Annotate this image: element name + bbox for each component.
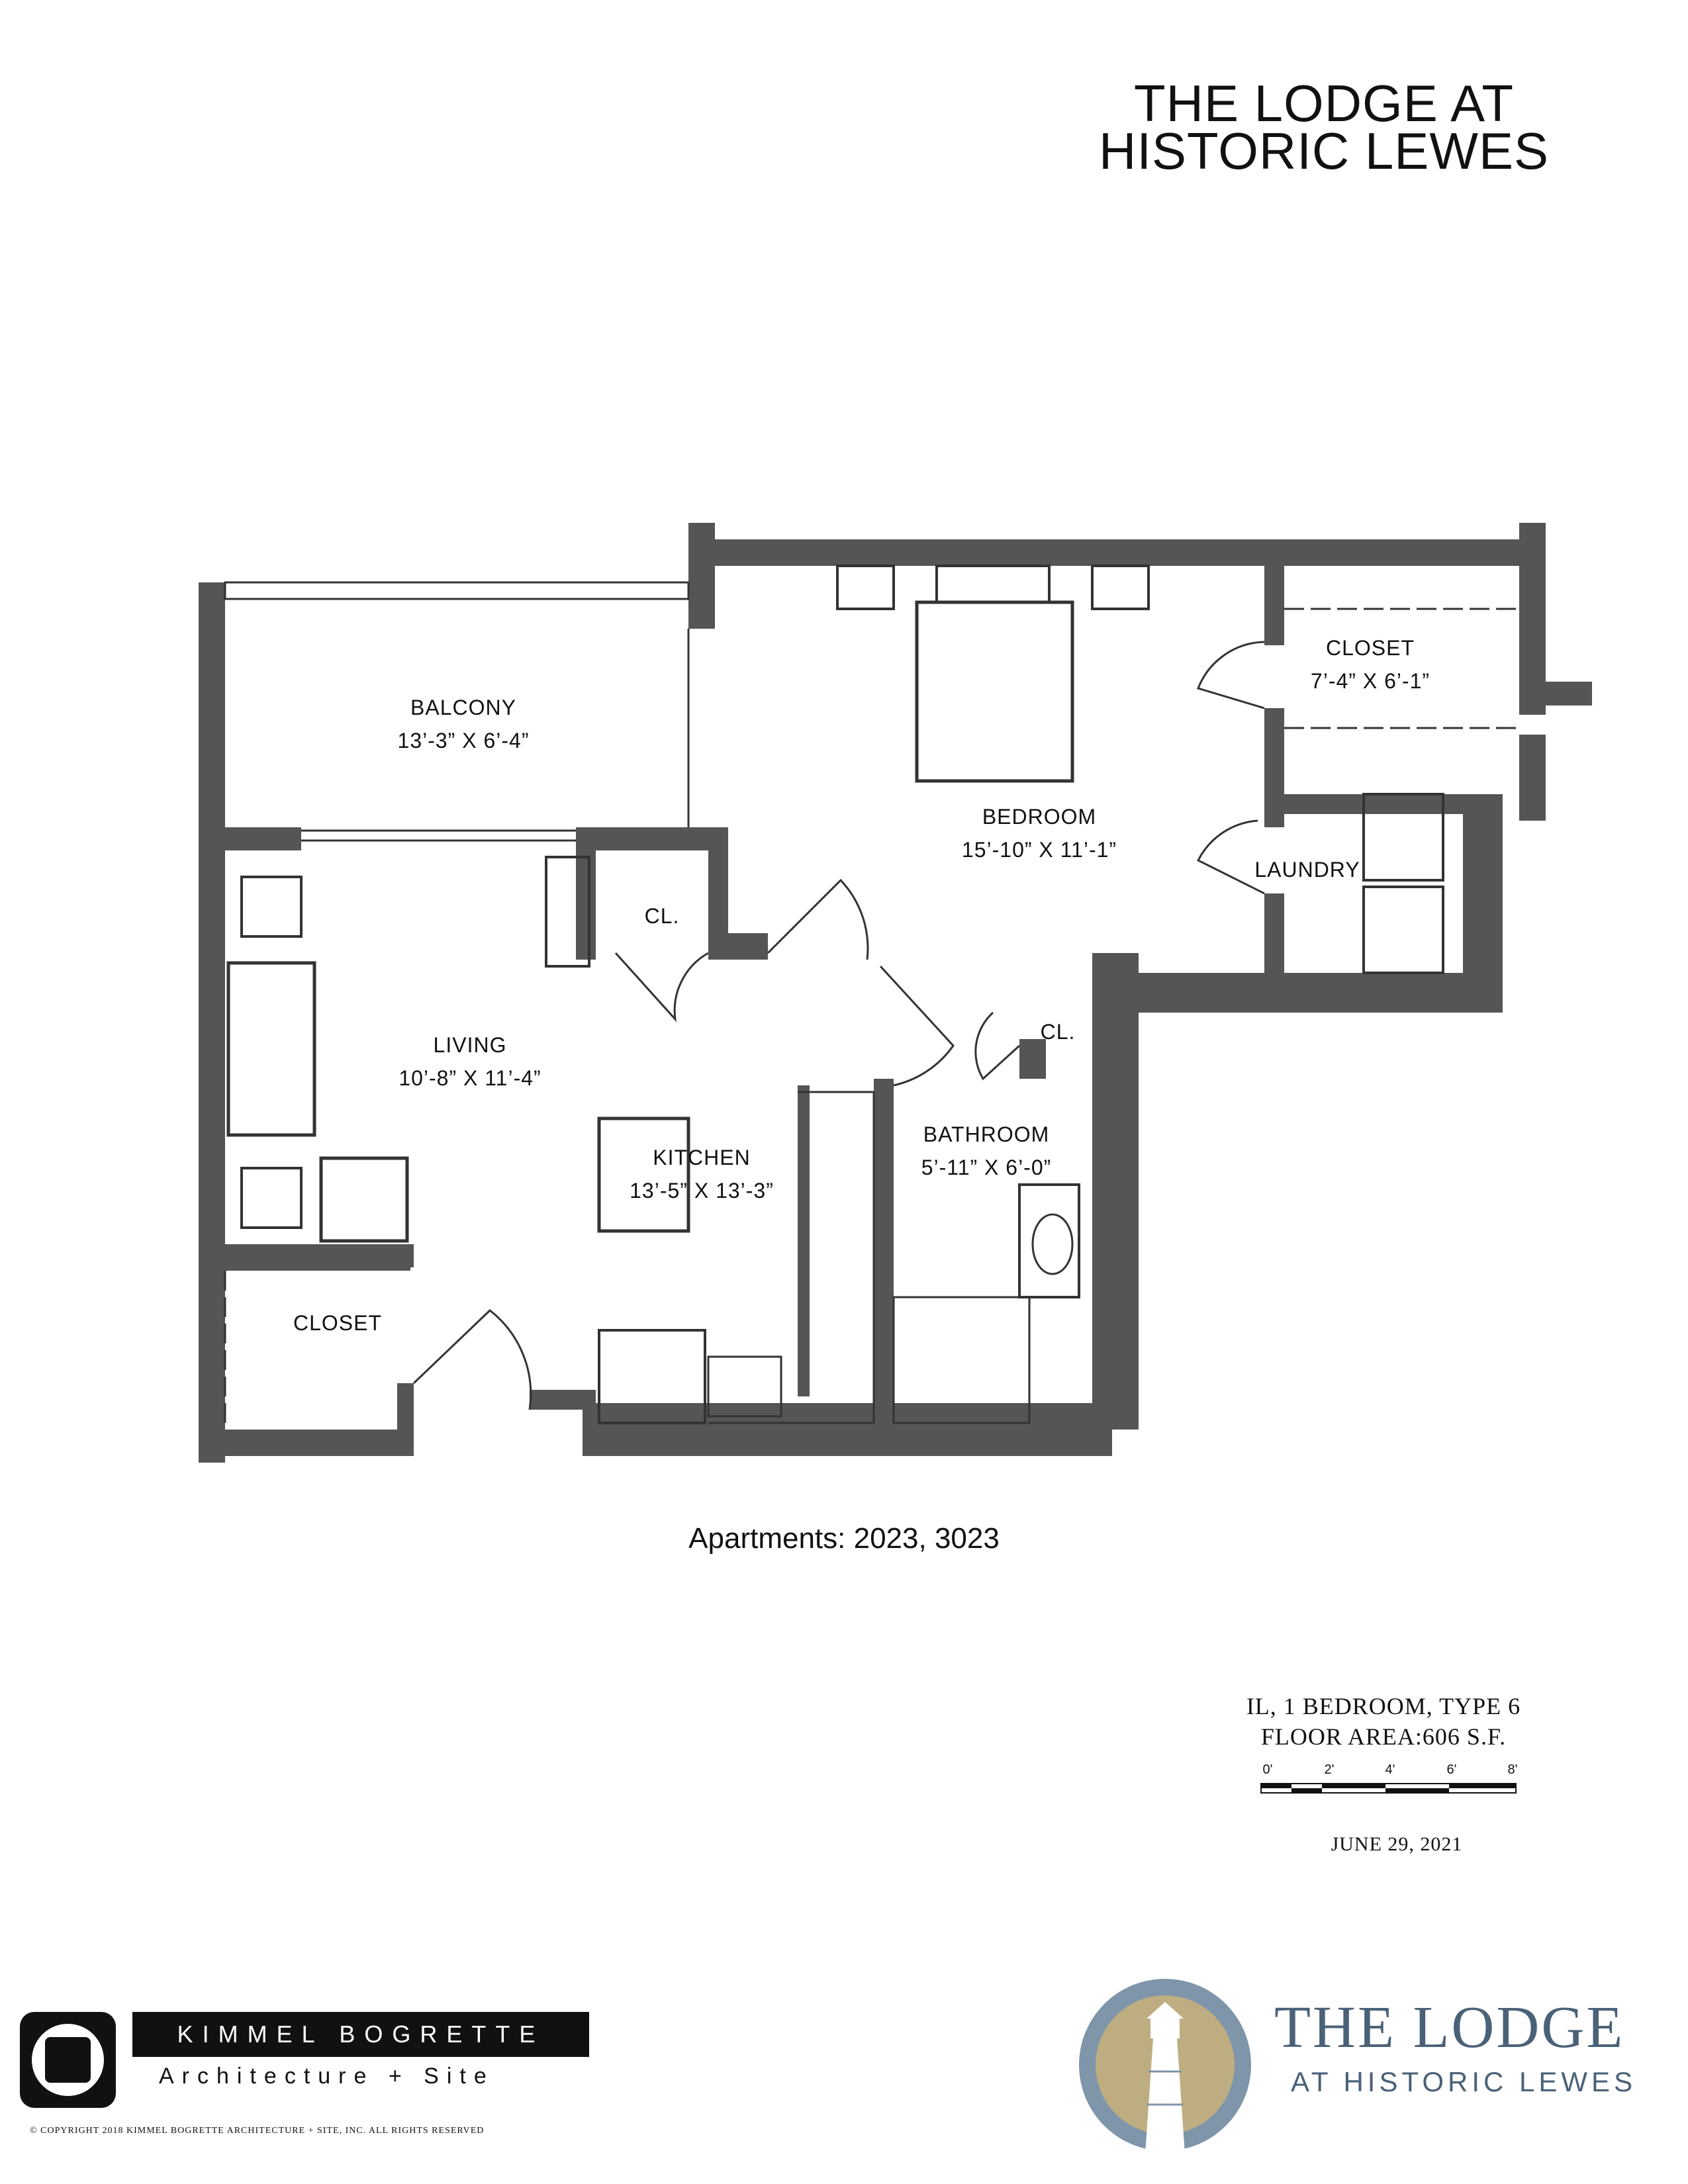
scale-tick-2: 2' xyxy=(1325,1762,1335,1777)
room-bathroom-name: BATHROOM xyxy=(923,1122,1050,1146)
architect-subtitle: Architecture + Site xyxy=(159,2064,494,2089)
apartments-caption: Apartments: 2023, 3023 xyxy=(688,1522,1000,1555)
room-closet-bed-dims: 7’-4” X 6’-1” xyxy=(1311,669,1430,693)
unit-info: IL, 1 BEDROOM, TYPE 6 FLOOR AREA:606 S.F… xyxy=(1165,1691,1602,1752)
kimmel-bogrette-logo-icon xyxy=(20,2012,116,2108)
scale-tick-0: 0' xyxy=(1263,1762,1273,1777)
brand-name: THE LODGE xyxy=(1274,1995,1625,2060)
plan-lines xyxy=(224,565,1519,1424)
copyright-notice: © COPYRIGHT 2018 KIMMEL BOGRETTE ARCHITE… xyxy=(30,2126,485,2136)
room-bedroom-name: BEDROOM xyxy=(982,805,1096,829)
room-kitchen-dims: 13’-5” X 13’-3” xyxy=(630,1179,774,1203)
room-closet-entry-name: CLOSET xyxy=(293,1311,382,1335)
room-cl-bath-name: CL. xyxy=(1041,1020,1076,1044)
scale-tick-4: 4' xyxy=(1385,1762,1395,1777)
unit-type: IL, 1 BEDROOM, TYPE 6 xyxy=(1246,1693,1521,1719)
room-living-name: LIVING xyxy=(434,1033,507,1057)
plan-date: JUNE 29, 2021 xyxy=(1331,1833,1463,1855)
room-labels: BALCONY 13’-3” X 6’-4” BEDROOM 15’-10” X… xyxy=(293,636,1430,1335)
walls xyxy=(199,523,1592,1463)
room-closet-bed-name: CLOSET xyxy=(1326,636,1415,660)
room-balcony-name: BALCONY xyxy=(410,696,516,719)
room-living-dims: 10’-8” X 11’-4” xyxy=(399,1066,541,1090)
brand-subtitle: AT HISTORIC LEWES xyxy=(1291,2066,1637,2097)
scale-tick-8: 8' xyxy=(1508,1762,1518,1777)
page-title-line1: THE LODGE AT xyxy=(1134,74,1514,132)
room-bedroom-dims: 15’-10” X 11’-1” xyxy=(962,838,1117,862)
page-title-line2: HISTORIC LEWES xyxy=(1098,122,1549,180)
scale-bar: 0' 2' 4' 6' 8' xyxy=(1260,1762,1518,1794)
unit-area: FLOOR AREA:606 S.F. xyxy=(1260,1723,1507,1750)
room-bathroom-dims: 5’-11” X 6’-0” xyxy=(921,1156,1052,1179)
room-laundry-name: LAUNDRY xyxy=(1254,858,1360,882)
room-balcony-dims: 13’-3” X 6’-4” xyxy=(398,729,530,752)
architect-name: KIMMEL BOGRETTE xyxy=(132,2012,589,2057)
lighthouse-logo-icon xyxy=(1079,1979,1251,2154)
page-title: THE LODGE AT HISTORIC LEWES xyxy=(1033,74,1615,180)
room-kitchen-name: KITCHEN xyxy=(653,1146,750,1169)
scale-tick-6: 6' xyxy=(1447,1762,1457,1777)
room-cl-living-name: CL. xyxy=(645,904,680,928)
